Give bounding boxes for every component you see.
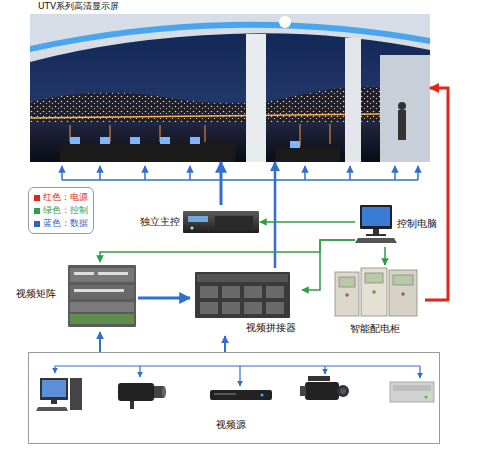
display-screen: UTV系列高清显示屏 xyxy=(30,0,430,162)
set-top-box-icon xyxy=(390,382,434,402)
node-label: UTV系列高清显示屏 xyxy=(38,1,119,12)
camera-icon xyxy=(118,383,166,409)
node-label: 控制电脑 xyxy=(397,218,437,230)
legend-text: 绿色：控制 xyxy=(43,204,88,217)
source-group: 视频源 xyxy=(28,352,440,444)
node-label: 视频拼接器 xyxy=(246,322,296,334)
connector xyxy=(302,240,355,290)
pc-icon xyxy=(36,378,82,411)
legend-text: 蓝色：数据 xyxy=(43,217,88,230)
connector xyxy=(425,88,448,300)
connector xyxy=(260,221,355,223)
connector xyxy=(138,297,190,300)
cabinet-icon xyxy=(335,268,417,316)
controller-device xyxy=(183,211,259,233)
legend-row: 蓝色：数据 xyxy=(34,217,88,230)
matrix-device xyxy=(68,265,136,327)
legend-swatch xyxy=(34,195,40,201)
node-label: 独立主控 xyxy=(140,216,180,228)
camcorder-icon xyxy=(300,376,349,400)
connector xyxy=(99,332,101,352)
legend-swatch xyxy=(34,208,40,214)
connector xyxy=(384,247,386,265)
legend-text: 红色：电源 xyxy=(43,191,88,204)
computer-box: 控制电脑 xyxy=(355,203,455,247)
splicer-box: 视频拼接器 xyxy=(190,268,302,336)
display-picture xyxy=(30,14,430,162)
legend-row: 红色：电源 xyxy=(34,191,88,204)
legend-row: 绿色：控制 xyxy=(34,204,88,217)
computer-icon xyxy=(355,205,397,243)
controller-box: 独立主控 xyxy=(140,205,260,239)
connector xyxy=(100,240,355,262)
connector xyxy=(220,162,223,205)
cabinet-box: 智能配电柜 xyxy=(330,265,425,337)
matrix-box: 视频矩阵 xyxy=(16,262,138,332)
legend-swatch xyxy=(34,221,40,227)
connector xyxy=(224,336,226,352)
source-wiring xyxy=(55,366,420,386)
data-bus xyxy=(62,166,418,180)
splicer-device xyxy=(195,272,290,318)
legend-box: 红色：电源绿色：控制蓝色：数据 xyxy=(28,187,94,234)
node-label: 视频源 xyxy=(216,419,246,431)
dvd-player-icon xyxy=(210,390,272,400)
node-label: 智能配电柜 xyxy=(350,323,400,335)
node-label: 视频矩阵 xyxy=(16,288,56,300)
